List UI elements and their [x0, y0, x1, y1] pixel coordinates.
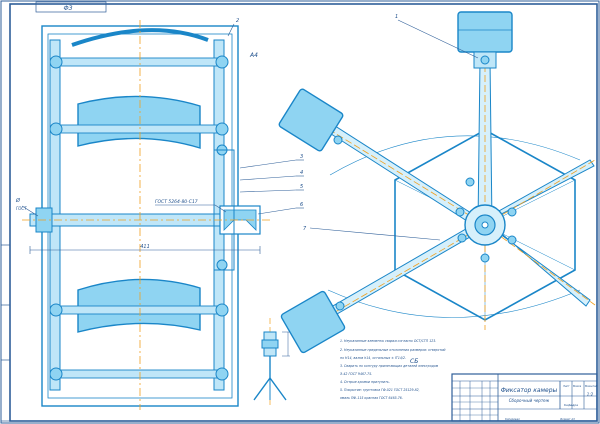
bolt-icon: [455, 207, 465, 217]
title-scale-col: Масштаб: [585, 384, 598, 388]
callout-6: 6: [300, 202, 303, 208]
arm-left-upper: [278, 88, 486, 229]
doc-type: Сборочный чертеж: [509, 398, 550, 403]
title-scale: 1:2: [587, 392, 594, 397]
bolt-icon: [215, 122, 229, 136]
note-line: 4. Острые кромки притупить.: [340, 380, 390, 384]
note-line: 5. Покрытие: грунтовка ГФ-021 ГОСТ 25129…: [340, 388, 420, 392]
callout-1: 1: [395, 14, 398, 20]
note-line: 1. Неуказанные элементы сварки согласно …: [340, 339, 436, 343]
note-line: по Н14, валов h14, остальных ± IT14/2.: [340, 356, 406, 360]
bolt-icon: [335, 301, 345, 311]
callout-5: 5: [300, 184, 303, 190]
bolt-icon: [457, 233, 467, 243]
pad-left-upper: [278, 88, 344, 152]
left-callout-sub: ГОСТ: [16, 206, 27, 211]
callout-3: 3: [300, 154, 303, 160]
support-arc: [329, 135, 581, 176]
top-view: 411: [22, 20, 270, 410]
bolt-icon: [480, 55, 490, 65]
bolt-icon: [480, 253, 490, 263]
dimension-main: 411: [140, 244, 150, 250]
bolt-icon: [507, 235, 517, 245]
notes-title: СБ: [410, 358, 418, 365]
callout-4: 4: [300, 170, 303, 176]
front-view: [278, 11, 596, 354]
arm-left-lower: [280, 221, 486, 354]
vertical-post: [213, 149, 235, 271]
bolt-icon: [49, 122, 63, 136]
arm-right: [465, 159, 596, 330]
arm-upper: [457, 11, 513, 226]
bolt-icon: [216, 259, 228, 271]
left-callout: Ø: [15, 197, 21, 204]
upper-crossbar: [55, 124, 227, 134]
bolt-icon: [49, 367, 63, 381]
callout-7: 7: [303, 226, 307, 232]
bolt-icon: [507, 207, 517, 217]
note-line: эмаль ПФ-115 красная ГОСТ 6465-76.: [340, 396, 403, 400]
top-stamp: ФЗ: [63, 5, 72, 12]
bolt-icon: [215, 55, 229, 69]
pad-upper: [457, 11, 513, 53]
title-sheet-col: Лист: [562, 384, 570, 388]
bolt-icon: [49, 55, 63, 69]
title-format: Формат А3: [560, 417, 575, 421]
title-mass-col: Масса: [573, 384, 582, 388]
note-line: 3. Сварить по контуру прилегающих детале…: [340, 364, 439, 368]
detail-view: [253, 318, 290, 408]
title-copied: Копировал: [505, 417, 520, 421]
sheet-label: А4: [249, 52, 258, 59]
upper-pad: [77, 95, 201, 149]
bolt-icon: [215, 367, 229, 381]
product-name: Фиксатор камеры: [501, 387, 558, 394]
note-line: Э-42 ГОСТ 9467-75.: [339, 372, 372, 376]
pad-left-lower: [280, 290, 346, 354]
title-org: Кафедра: [564, 403, 578, 407]
gost-label: ГОСТ 5264-80-С17: [155, 199, 198, 205]
notes-block: СБ 1. Неуказанные элементы сварки соглас…: [339, 339, 445, 400]
top-view-leader: 2: [236, 18, 239, 24]
note-line: 2. Неуказанные предельные отклонения раз…: [340, 348, 445, 352]
lower-crossbar: [55, 305, 227, 315]
bolt-icon: [333, 135, 343, 145]
bolt-icon: [215, 303, 229, 317]
callout-leaders: [239, 159, 304, 215]
bolt-icon: [465, 177, 475, 187]
top-arc-mark: [71, 28, 209, 47]
title-block: [451, 373, 598, 422]
bolt-icon: [49, 303, 63, 317]
